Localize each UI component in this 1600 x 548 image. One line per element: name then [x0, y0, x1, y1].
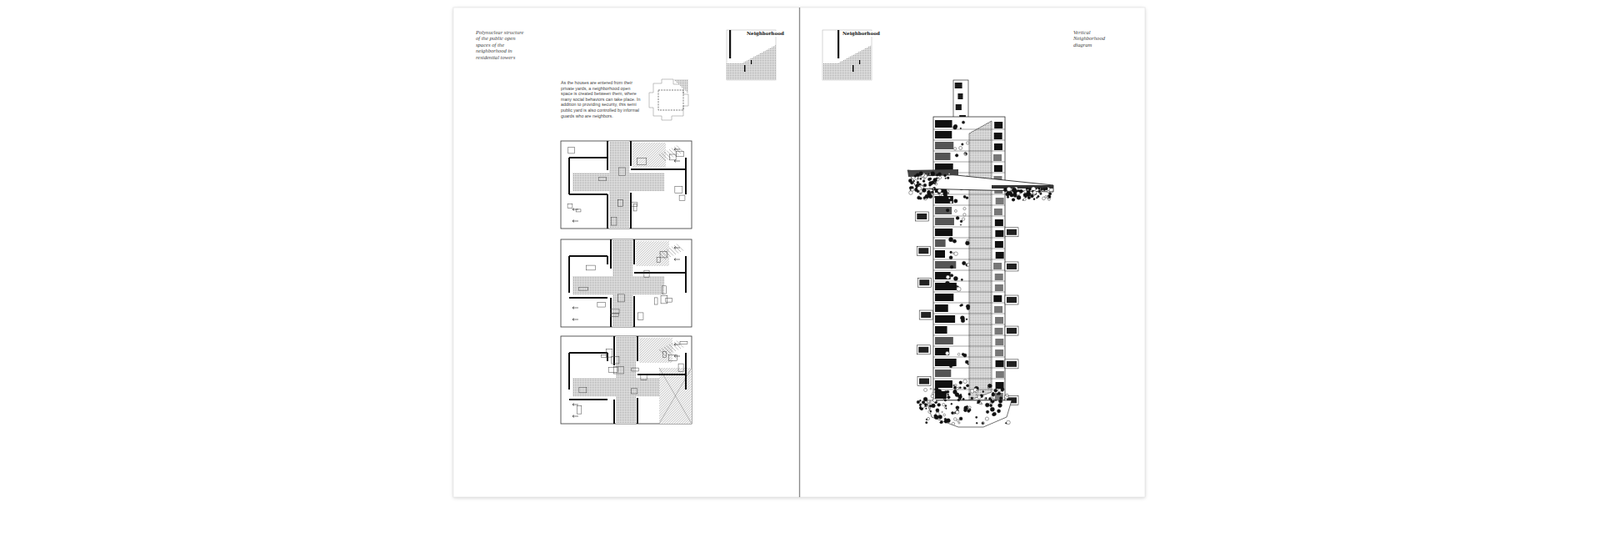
body-text: As the houses are entered from their pri… [560, 80, 641, 119]
section-thumbnail [726, 30, 776, 80]
floor-plan [560, 335, 692, 424]
figure-caption: Polynuclear structure of the public open… [475, 29, 528, 60]
figure-caption: Vertical Neighborhood diagram [1073, 29, 1119, 48]
floor-plan [560, 140, 692, 229]
tower-illustration [907, 80, 1054, 427]
book-pages [453, 7, 1145, 497]
section-tab: Neighborhood [841, 30, 881, 37]
section-thumbnail [822, 30, 872, 80]
section-tab: Neighborhood [745, 30, 785, 37]
floor-plan [560, 239, 692, 327]
key-plan-icon [649, 79, 689, 120]
